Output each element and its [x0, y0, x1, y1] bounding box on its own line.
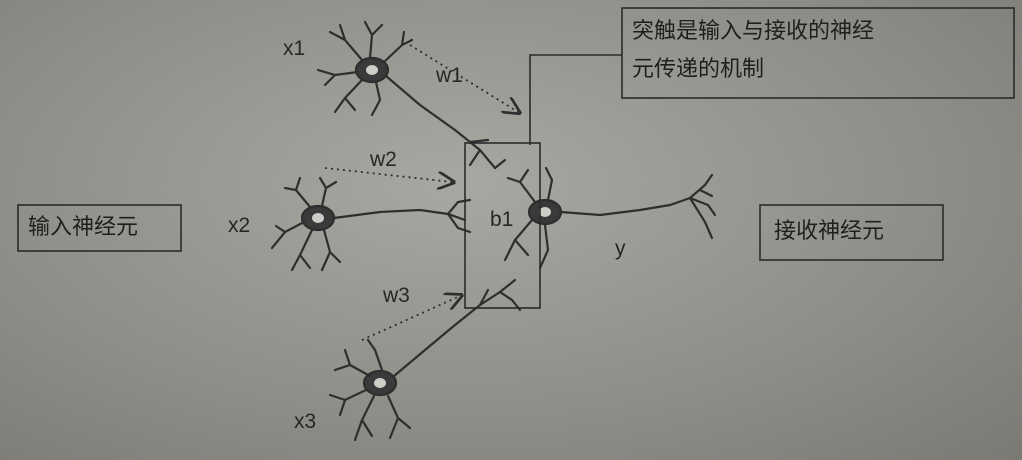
w1-arrow — [409, 44, 518, 112]
input-label-x1: x1 — [283, 37, 305, 60]
output-label-y: y — [615, 237, 626, 260]
synapse-note-line1: 突触是输入与接收的神经 — [632, 19, 875, 44]
neuron-receiver — [503, 166, 717, 270]
synapse-note-line2: 元传递的机制 — [632, 57, 765, 82]
input-label-x2: x2 — [228, 214, 250, 237]
input-neuron-box — [17, 204, 182, 252]
input-label-x3: x3 — [294, 410, 316, 433]
output-neuron-label: 接收神经元 — [774, 219, 885, 244]
note-leader-line — [529, 54, 622, 145]
weight-label-w3: w3 — [382, 284, 410, 307]
synapse-note-box — [621, 7, 1015, 99]
neuron-x3 — [328, 278, 522, 442]
input-neuron-label: 输入神经元 — [28, 215, 139, 240]
synapse-region — [464, 142, 541, 309]
bias-label: b1 — [490, 208, 513, 231]
neuron-x2 — [270, 176, 472, 272]
weight-label-w2: w2 — [369, 148, 397, 171]
weight-label-w1: w1 — [435, 64, 463, 87]
output-neuron-box — [759, 204, 944, 261]
neuron-x1 — [316, 20, 507, 170]
